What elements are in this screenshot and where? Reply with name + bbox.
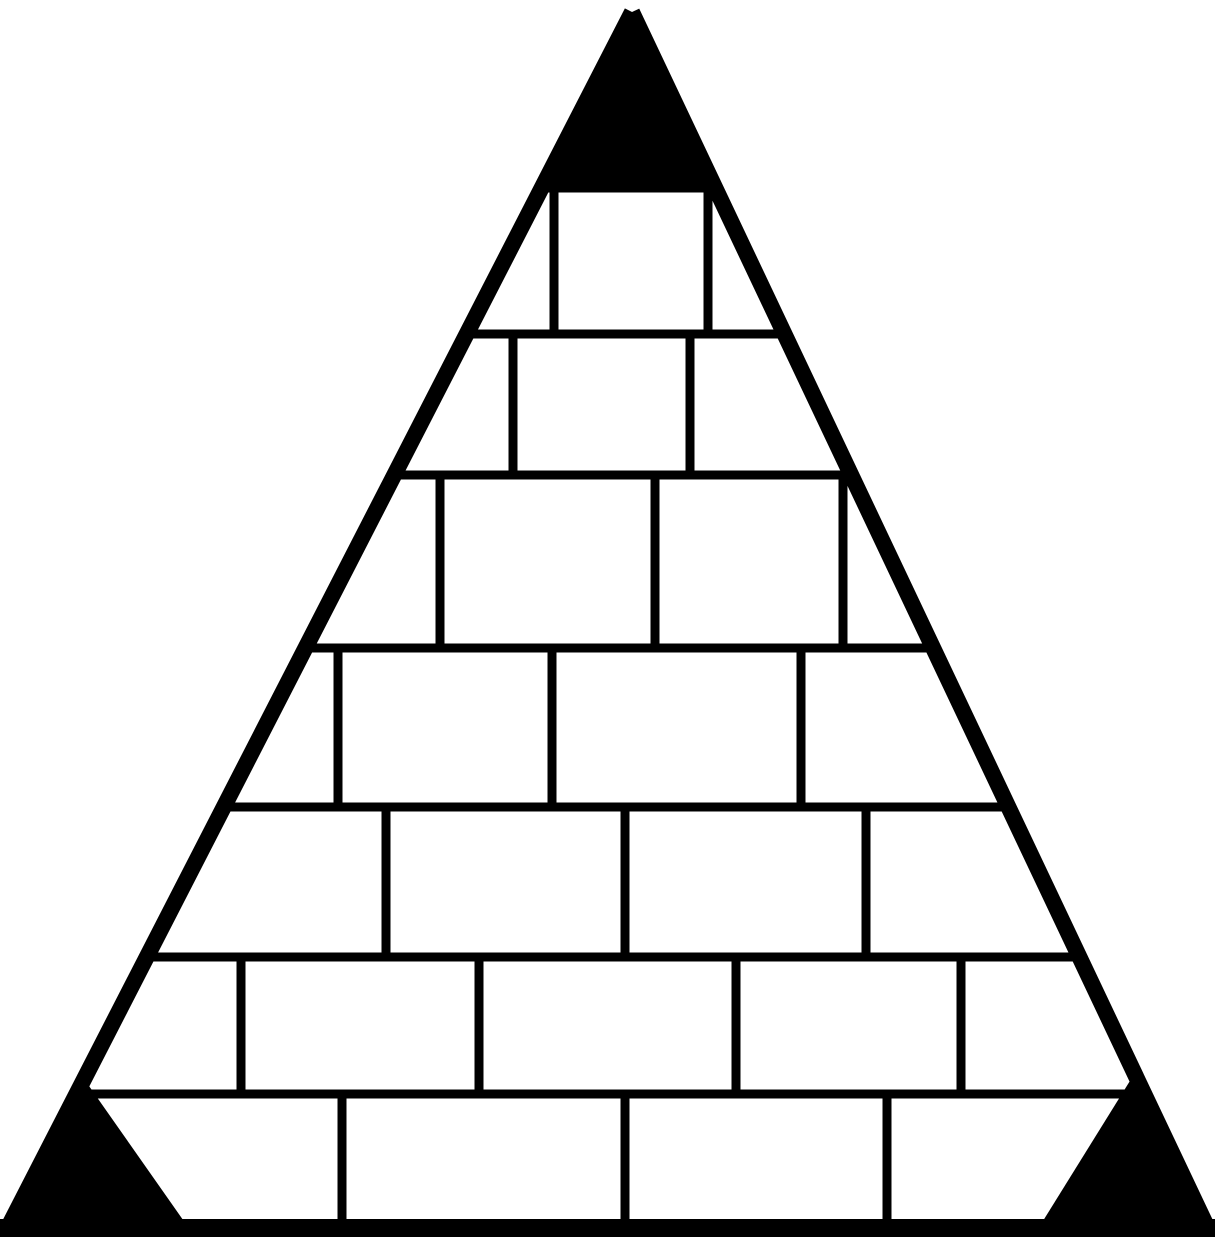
- pyramid-drawing: [0, 0, 1215, 1237]
- pyramid-diagram: [0, 0, 1215, 1237]
